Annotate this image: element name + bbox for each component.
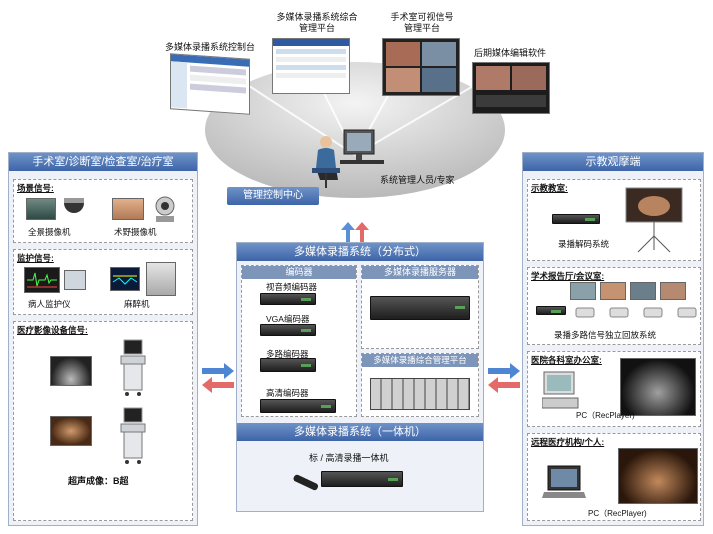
anesthesia-screen-photo bbox=[110, 267, 140, 291]
imaging-signal-box: 医疗影像设备信号: 超声成像：B超 bbox=[13, 321, 193, 521]
office-heading: 医院各科室办公室: bbox=[531, 355, 602, 365]
hall-screen-4 bbox=[660, 282, 686, 300]
mgmt-screenshot bbox=[272, 38, 350, 94]
encoder-box: 编码器 视音频编码器 VGA编码器 多路编码器 高清编码器 bbox=[241, 265, 357, 417]
control-center-label: 管理控制中心 bbox=[227, 187, 319, 205]
surgical-screenshot bbox=[382, 38, 460, 96]
left-arrows-icon bbox=[202, 363, 234, 393]
right-panel-title: 示教观摩端 bbox=[523, 153, 703, 171]
editor-screenshot bbox=[472, 62, 550, 114]
aio-recorder-device bbox=[321, 471, 403, 487]
office-ultrasound-view bbox=[620, 358, 696, 416]
decoder-device bbox=[552, 214, 600, 224]
office-box: 医院各科室办公室: PC（RecPlayer) bbox=[527, 351, 701, 427]
vga-encoder-device bbox=[260, 324, 316, 336]
encoder-title: 编码器 bbox=[242, 266, 356, 279]
patient-monitor-label: 病人监护仪 bbox=[28, 299, 71, 309]
recording-server-device bbox=[370, 296, 470, 320]
hall-box: 学术报告厅/会议室: 录播多路信号独立回放系统 bbox=[527, 267, 701, 345]
hall-heading: 学术报告厅/会议室: bbox=[531, 271, 605, 281]
anesthesia-machine-photo bbox=[146, 262, 176, 296]
anesthesia-machine-label: 麻醉机 bbox=[124, 299, 150, 309]
dome-camera-icon bbox=[64, 198, 84, 213]
remote-control-icon bbox=[293, 474, 319, 491]
ultrasound-image-1 bbox=[50, 356, 92, 386]
hall-screen-1 bbox=[570, 282, 596, 300]
screen-label-editor: 后期媒体编辑软件 bbox=[473, 48, 546, 58]
vga-encoder-label: VGA编码器 bbox=[266, 314, 310, 324]
laptop-icon bbox=[542, 465, 586, 498]
monitor-signal-heading: 监护信号: bbox=[17, 253, 54, 263]
mgmt-server-device bbox=[370, 378, 470, 410]
ultrasound-caption: 超声成像：B超 bbox=[68, 476, 129, 486]
console-screenshot bbox=[170, 53, 250, 115]
left-panel: 手术室/诊断室/检查室/治疗室 场景信号: 全景摄像机 术野摄像机 监护信号: … bbox=[8, 152, 198, 526]
panorama-camera-photo bbox=[26, 198, 56, 220]
multi-encoder-label: 多路编码器 bbox=[266, 349, 309, 359]
office-caption: PC（RecPlayer) bbox=[576, 411, 635, 420]
panorama-camera-label: 全景摄像机 bbox=[28, 227, 71, 237]
imaging-signal-heading: 医疗影像设备信号: bbox=[17, 325, 88, 335]
field-camera-label: 术野摄像机 bbox=[114, 227, 157, 237]
av-encoder-label: 视音频编码器 bbox=[266, 282, 318, 292]
ultrasound-machine-2-icon bbox=[120, 407, 146, 464]
hall-screen-2 bbox=[600, 282, 626, 300]
screen-label-surgical: 手术室可视信号 管理平台 bbox=[390, 12, 454, 33]
distributed-system-title: 多媒体录播系统（分布式） bbox=[237, 243, 483, 261]
hd-encoder-label: 高清编码器 bbox=[266, 388, 309, 398]
hall-screen-3 bbox=[630, 282, 656, 300]
ultrasound-image-2 bbox=[50, 416, 92, 446]
screen-label-mgmt: 多媒体录播系统综合 管理平台 bbox=[276, 12, 358, 33]
aio-device-label: 标 / 高清录播一体机 bbox=[309, 453, 389, 463]
operator-label: 系统管理人员/专家 bbox=[380, 175, 455, 185]
patient-monitor-photo bbox=[24, 267, 60, 293]
multi-encoder-device bbox=[260, 358, 316, 372]
screen-label-console: 多媒体录播系统控制台 bbox=[164, 42, 255, 52]
up-arrows-icon bbox=[341, 222, 369, 242]
right-panel: 示教观摩端 示教教室: 录播解码系统 学术报告厅/会议室: 录播多路信号独立回放… bbox=[522, 152, 704, 526]
server-box: 多媒体录播服务器 bbox=[361, 265, 479, 349]
field-camera-photo bbox=[112, 198, 144, 220]
desktop-pc-icon bbox=[542, 371, 579, 409]
right-arrows-icon bbox=[488, 363, 520, 393]
ptz-camera-icon bbox=[155, 196, 175, 222]
scene-signal-box: 场景信号: 全景摄像机 术野摄像机 bbox=[13, 179, 193, 243]
hd-encoder-device bbox=[260, 399, 336, 413]
projector-screen-icon bbox=[625, 187, 683, 253]
hall-decoder-device bbox=[536, 306, 566, 315]
left-panel-title: 手术室/诊断室/检查室/治疗室 bbox=[9, 153, 197, 171]
classroom-box: 示教教室: 录播解码系统 bbox=[527, 179, 701, 261]
center-panel: 多媒体录播系统（分布式） 编码器 视音频编码器 VGA编码器 多路编码器 高清编… bbox=[236, 242, 484, 512]
decoder-label: 录播解码系统 bbox=[558, 239, 610, 249]
classroom-heading: 示教教室: bbox=[531, 183, 568, 193]
hall-projectors-icon bbox=[575, 307, 697, 318]
scene-signal-heading: 场景信号: bbox=[17, 183, 54, 193]
remote-ultrasound-view bbox=[618, 448, 698, 504]
remote-caption: PC（RecPlayer) bbox=[588, 509, 647, 518]
monitor-device-photo bbox=[64, 270, 86, 290]
monitor-signal-box: 监护信号: 病人监护仪 麻醉机 bbox=[13, 249, 193, 315]
server-title: 多媒体录播服务器 bbox=[362, 266, 478, 279]
mgmt-platform-box: 多媒体录播综合管理平台 bbox=[361, 353, 479, 417]
ultrasound-machine-1-icon bbox=[120, 339, 146, 396]
mgmt-platform-title: 多媒体录播综合管理平台 bbox=[362, 354, 478, 367]
hall-caption: 录播多路信号独立回放系统 bbox=[554, 330, 657, 340]
remote-heading: 远程医疗机构/个人: bbox=[531, 437, 605, 447]
operator-figure-icon bbox=[312, 129, 384, 188]
aio-system-title: 多媒体录播系统（一体机） bbox=[237, 423, 483, 441]
remote-box: 远程医疗机构/个人: PC（RecPlayer) bbox=[527, 433, 701, 521]
av-encoder-device bbox=[260, 293, 316, 305]
